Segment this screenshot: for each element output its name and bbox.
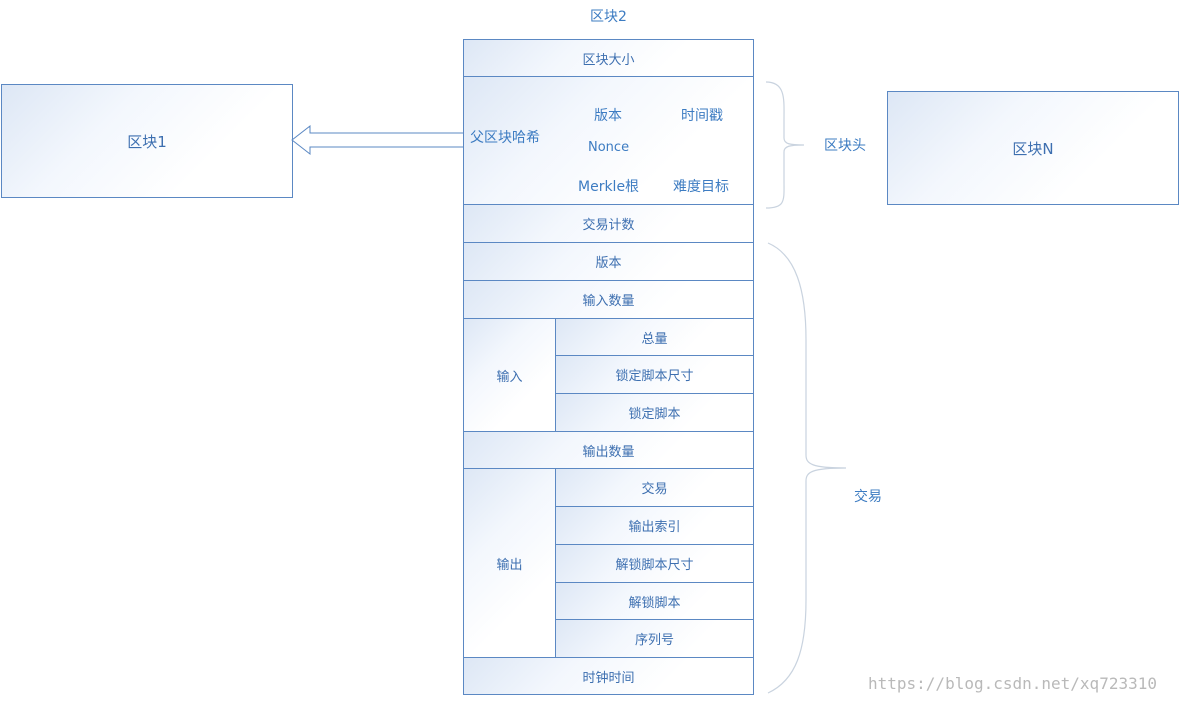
output-field-label: 交易 bbox=[641, 482, 668, 497]
block-size-label: 区块大小 bbox=[582, 52, 635, 68]
input-field-row: 总量 bbox=[555, 318, 754, 356]
output-field-label: 序列号 bbox=[634, 633, 674, 648]
output-label: 输出 bbox=[496, 557, 523, 573]
output-count-label: 输出数量 bbox=[582, 444, 635, 460]
header-version-label: 版本 bbox=[594, 108, 622, 124]
input-group: 输入 bbox=[463, 318, 556, 432]
block1-label: 区块1 bbox=[127, 132, 167, 151]
input-label: 输入 bbox=[496, 369, 523, 385]
input-field-row: 锁定脚本 bbox=[555, 393, 754, 432]
merkle-root-label: Merkle根 bbox=[578, 179, 640, 195]
output-field-row: 序列号 bbox=[555, 619, 754, 658]
block-header-brace-label: 区块头 bbox=[824, 138, 866, 154]
header-brace bbox=[765, 81, 805, 209]
input-count-row: 输入数量 bbox=[463, 280, 754, 319]
tx-version-row: 版本 bbox=[463, 242, 754, 281]
arrow-to-block1 bbox=[291, 124, 463, 156]
locktime-row: 时钟时间 bbox=[463, 657, 754, 695]
input-field-label: 总量 bbox=[641, 331, 668, 347]
locktime-label: 时钟时间 bbox=[582, 670, 635, 686]
input-count-label: 输入数量 bbox=[582, 294, 635, 309]
timestamp-label: 时间戳 bbox=[681, 108, 723, 124]
output-count-row: 输出数量 bbox=[463, 431, 754, 469]
input-field-label: 锁定脚本 bbox=[628, 407, 681, 422]
output-field-label: 输出索引 bbox=[628, 520, 681, 535]
parent-hash-label: 父区块哈希 bbox=[470, 130, 540, 146]
input-field-row: 锁定脚本尺寸 bbox=[555, 355, 754, 394]
output-group: 输出 bbox=[463, 468, 556, 658]
tx-count-label: 交易计数 bbox=[582, 218, 635, 233]
input-field-label: 锁定脚本尺寸 bbox=[615, 369, 694, 384]
block2-title: 区块2 bbox=[590, 9, 627, 25]
output-field-label: 解锁脚本 bbox=[628, 595, 681, 611]
blockN-label: 区块N bbox=[1012, 139, 1054, 158]
output-field-row: 解锁脚本 bbox=[555, 582, 754, 620]
output-field-label: 解锁脚本尺寸 bbox=[615, 558, 694, 573]
tx-version-label: 版本 bbox=[595, 256, 622, 271]
tx-count-row: 交易计数 bbox=[463, 204, 754, 243]
nonce-label: Nonce bbox=[588, 140, 630, 155]
block-size-row: 区块大小 bbox=[463, 39, 754, 77]
watermark: https://blog.csdn.net/xq723310 bbox=[868, 674, 1157, 693]
difficulty-label: 难度目标 bbox=[673, 179, 729, 195]
output-field-row: 解锁脚本尺寸 bbox=[555, 544, 754, 583]
output-field-row: 输出索引 bbox=[555, 506, 754, 545]
transaction-brace-label: 交易 bbox=[854, 489, 882, 505]
blockN-box: 区块N bbox=[887, 91, 1179, 205]
tx-brace bbox=[767, 242, 847, 694]
output-field-row: 交易 bbox=[555, 468, 754, 507]
block-header-section bbox=[463, 76, 754, 205]
